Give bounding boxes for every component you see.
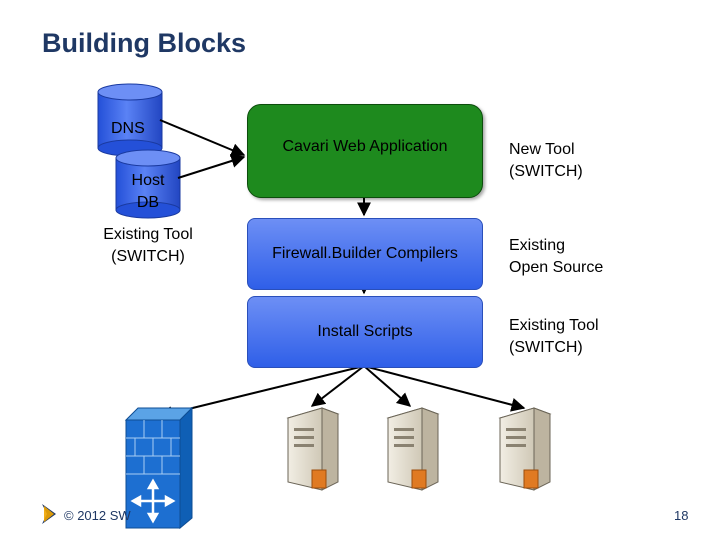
host-db-database-icon	[115, 149, 181, 219]
existing-tool-right-line1: Existing Tool	[509, 317, 599, 334]
logo-chevron-icon	[42, 504, 56, 524]
host-db-label-line1: Host	[131, 172, 165, 189]
install-scripts-box: Install Scripts	[247, 296, 483, 368]
install-scripts-label: Install Scripts	[317, 323, 413, 340]
server-icon	[286, 407, 340, 491]
arrow-hostdb-to-webapp	[177, 154, 246, 179]
server-icon	[498, 407, 552, 491]
server-icon	[386, 407, 440, 491]
arrow-install-to-server-1	[310, 365, 365, 407]
existing-tool-left-line1: Existing Tool	[103, 226, 193, 243]
copyright-text: © 2012 SW	[64, 508, 131, 523]
dns-label: DNS	[111, 120, 145, 137]
arrow-dns-to-webapp	[159, 119, 246, 157]
arrow-install-to-server-3	[363, 365, 526, 412]
new-tool-line2: (SWITCH)	[509, 163, 583, 180]
page-number: 18	[674, 508, 689, 523]
new-tool-line1: New Tool	[509, 141, 575, 158]
arrow-install-to-server-2	[363, 365, 412, 407]
compilers-label: Firewall.Builder Compilers	[272, 245, 458, 262]
existing-tool-right-line2: (SWITCH)	[509, 339, 583, 356]
web-application-label: Cavari Web Application	[282, 138, 448, 155]
firewall-icon	[124, 406, 194, 530]
host-db-label-line2: DB	[136, 194, 160, 211]
compilers-box: Firewall.Builder Compilers	[247, 218, 483, 290]
arrow-install-to-firewall	[158, 365, 365, 420]
existing-tool-left-line2: (SWITCH)	[111, 248, 185, 265]
open-source-line1: Existing	[509, 237, 566, 254]
web-application-box: Cavari Web Application	[247, 104, 483, 198]
slide-title: Building Blocks	[42, 28, 247, 58]
dns-database-icon	[97, 83, 163, 157]
open-source-line2: Open Source	[509, 259, 604, 276]
